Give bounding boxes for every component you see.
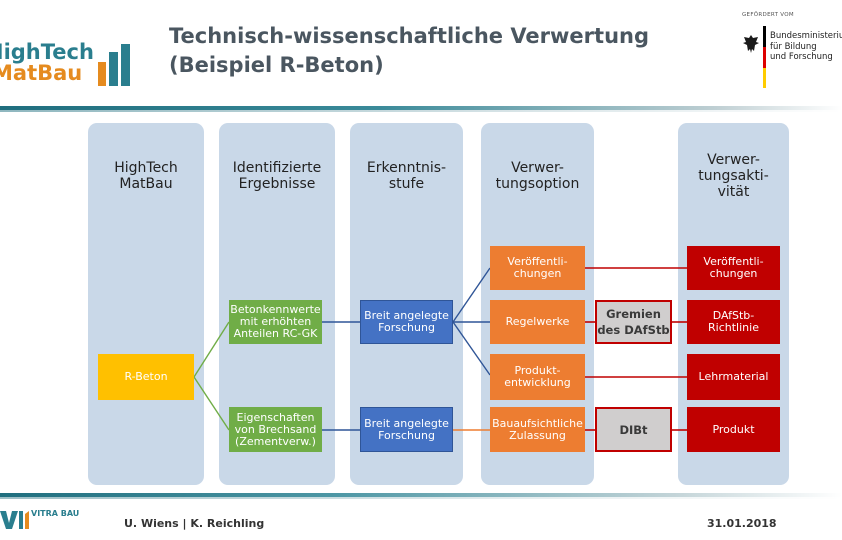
german-flag-stripe	[763, 26, 766, 88]
connector-stage1-opt1	[452, 267, 491, 323]
box-text: chungen	[709, 267, 758, 280]
box-text: Gremien	[606, 307, 661, 321]
box-text: Lehrmaterial	[698, 370, 769, 383]
connector-rbeton-result2	[193, 376, 230, 431]
box-option-veroeffentlichungen: Veröffentli- chungen	[490, 246, 585, 290]
federal-eagle-icon	[743, 35, 759, 53]
title-line1: Technisch-wissenschaftliche Verwertung	[169, 24, 649, 48]
footer-divider-shadow	[0, 497, 842, 499]
box-text: Eigenschaften	[236, 410, 315, 424]
box-text: Bauaufsichtliche	[492, 416, 583, 430]
box-activity-dafstb-richtlinie: DAfStb- Richtlinie	[687, 300, 780, 344]
heading-line: Verwer-	[511, 160, 564, 176]
column-hightech-matbau	[88, 123, 204, 485]
heading-line: vität	[717, 184, 750, 200]
box-activity-veroeffentlichungen: Veröffentli- chungen	[687, 246, 780, 290]
box-gremien-dafstb: Gremien des DAfStb	[595, 300, 672, 344]
column-heading: Erkenntnis- stufe	[350, 160, 463, 192]
box-text: R-Beton	[124, 370, 168, 383]
box-eigenschaften-brechsand: Eigenschaften von Brechsand (Zementverw.…	[229, 407, 322, 452]
logo-columns-icon	[98, 44, 132, 86]
funder-line: Bundesministerium	[770, 31, 842, 41]
box-text: Produkt	[712, 422, 755, 436]
slide-title: Technisch-wissenschaftliche Verwertung (…	[169, 22, 649, 80]
box-option-regelwerke: Regelwerke	[490, 300, 585, 344]
box-text: Produkt-	[514, 364, 561, 377]
box-dibt: DIBt	[595, 407, 672, 452]
heading-line: tungsoption	[495, 176, 580, 192]
box-text: Forschung	[378, 428, 435, 442]
box-text: Veröffentli-	[703, 255, 764, 268]
box-text: Zulassung	[509, 428, 566, 442]
box-breit-angelegte-forschung-2: Breit angelegte Forschung	[360, 407, 453, 452]
column-heading: Verwer- tungsoption	[481, 160, 594, 192]
heading-line: Verwer-	[707, 152, 760, 168]
column-heading: Verwer- tungsakti- vität	[678, 152, 789, 200]
column-heading: HighTech MatBau	[88, 160, 204, 192]
box-text: DAfStb-	[712, 309, 755, 322]
footer-divider	[0, 493, 842, 497]
box-text: (Zementverw.)	[235, 434, 316, 448]
box-option-bauaufsichtliche-zulassung: Bauaufsichtliche Zulassung	[490, 407, 585, 452]
box-text: Regelwerke	[505, 315, 570, 328]
box-text: von Brechsand	[234, 422, 317, 436]
heading-line: Identifizierte	[232, 160, 322, 176]
box-betonkennwerte: Betonkennwerte mit erhöhten Anteilen RC-…	[229, 300, 322, 344]
column-heading: Identifizierte Ergebnisse	[219, 160, 335, 192]
logo-line1: HighTech	[0, 40, 94, 64]
header-divider	[0, 106, 842, 110]
heading-line: HighTech	[114, 160, 178, 176]
box-text: Betonkennwerte	[230, 303, 321, 316]
vitra-logo-text: VITRA BAU	[31, 509, 80, 518]
funder-caption: GEFÖRDERT VOM	[742, 12, 794, 18]
heading-line: Ergebnisse	[238, 176, 316, 192]
footer-authors: U. Wiens | K. Reichling	[124, 517, 265, 530]
box-text: Forschung	[378, 321, 435, 334]
vitra-bau-logo	[0, 511, 62, 529]
footer-date: 31.01.2018	[707, 517, 777, 530]
heading-line: Erkenntnis-	[366, 160, 447, 176]
title-line2: (Beispiel R-Beton)	[169, 53, 384, 77]
box-text: Breit angelegte	[364, 309, 449, 322]
funder-line: für Bildung	[770, 41, 817, 52]
hightech-matbau-logo: HighTech MatBau	[0, 18, 135, 86]
heading-line: MatBau	[119, 176, 173, 192]
box-activity-lehrmaterial: Lehrmaterial	[687, 354, 780, 400]
box-text: Veröffentli-	[507, 255, 568, 268]
vitra-logo-wordmark: VITRA BAU	[31, 509, 79, 519]
box-text: Anteilen RC-GK	[233, 327, 318, 340]
heading-line: stufe	[388, 176, 425, 192]
box-r-beton: R-Beton	[98, 354, 194, 400]
box-text: entwicklung	[504, 376, 571, 389]
connector-stage1-opt3	[452, 321, 491, 376]
box-text: Breit angelegte	[364, 416, 449, 430]
box-text: chungen	[513, 267, 562, 280]
box-text: Richtlinie	[708, 321, 759, 334]
box-text: DIBt	[619, 422, 648, 437]
funder-name: Bundesministerium für Bildung und Forsch…	[770, 31, 842, 63]
box-breit-angelegte-forschung-1: Breit angelegte Forschung	[360, 300, 453, 344]
box-text: des DAfStb	[597, 323, 670, 337]
heading-line: tungsakti-	[698, 168, 769, 184]
logo-wordmark: HighTech MatBau	[0, 42, 98, 84]
connector-rbeton-result1	[193, 321, 230, 378]
box-text: mit erhöhten	[239, 315, 312, 328]
header-divider-shadow	[0, 110, 842, 112]
box-option-produktentwicklung: Produkt- entwicklung	[490, 354, 585, 400]
box-activity-produkt: Produkt	[687, 407, 780, 452]
logo-line2: MatBau	[0, 61, 83, 85]
funder-line: und Forschung	[770, 52, 833, 62]
